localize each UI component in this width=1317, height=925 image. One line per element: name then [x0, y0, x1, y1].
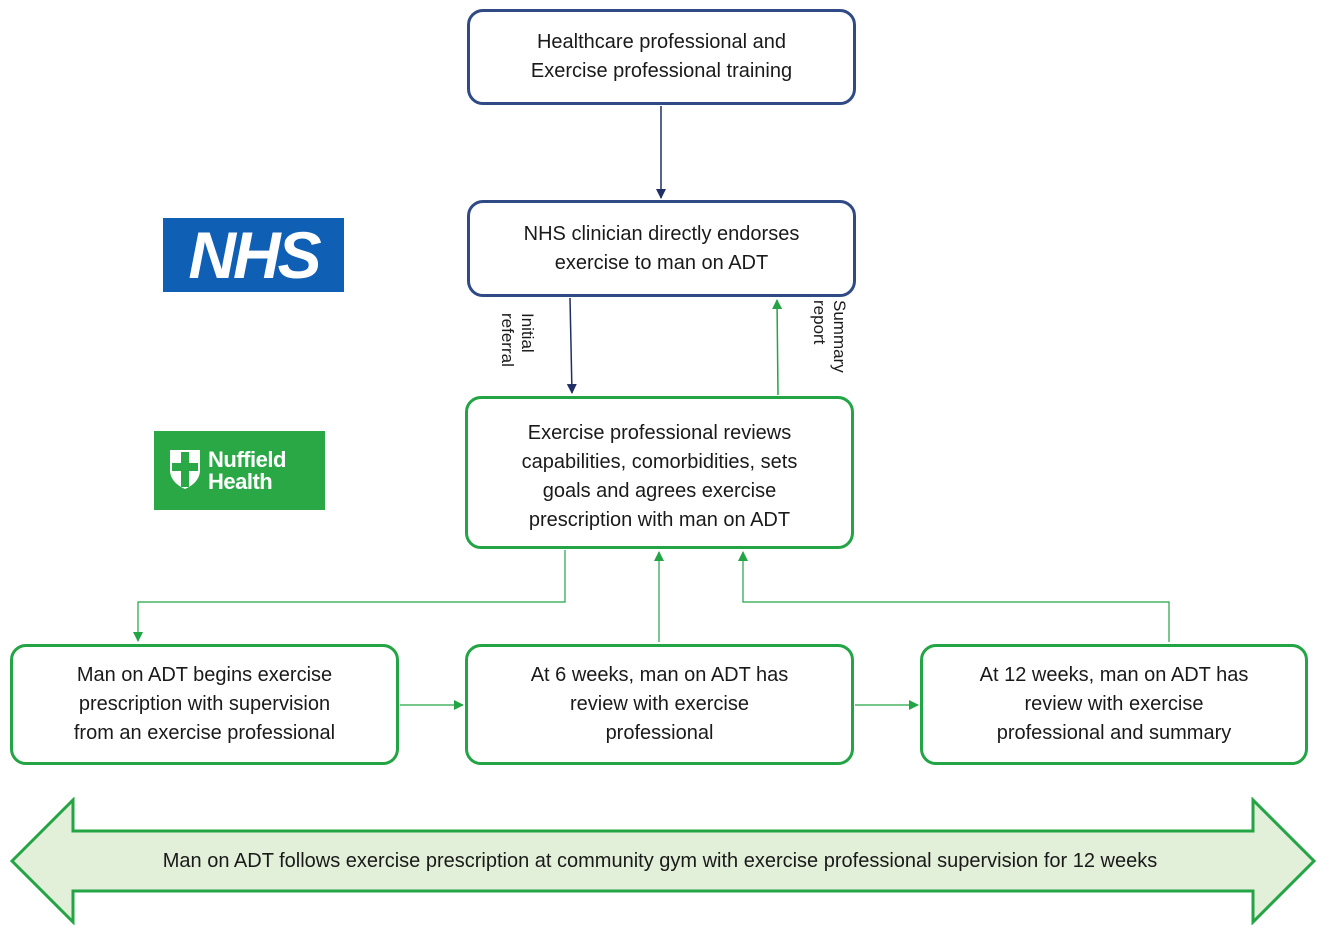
- nhs-logo-text: NHS: [188, 218, 321, 292]
- shield-cross-icon: [170, 450, 200, 489]
- nhs-logo: NHS: [163, 218, 344, 292]
- nuffield-logo-line-1: Nuffield: [208, 447, 286, 472]
- week12-line-2: review with exercise: [1024, 693, 1204, 715]
- week12-line-1: At 12 weeks, man on ADT has: [979, 664, 1249, 686]
- review-line-3: goals and agrees exercise: [542, 480, 777, 502]
- nuffield-logo-line-2: Health: [208, 469, 273, 494]
- nuffield-health-logo: Nuffield Health: [154, 431, 325, 510]
- begin-line-2: prescription with supervision: [78, 693, 331, 715]
- week6-line-3: professional: [605, 722, 714, 744]
- week12-line-3: professional and summary: [996, 722, 1232, 744]
- banner-text: Man on ADT follows exercise prescription…: [162, 850, 1158, 872]
- arrow-summary-report: [772, 299, 783, 396]
- banner-arrow-shape: [9, 797, 1317, 925]
- review-line-1: Exercise professional reviews: [527, 422, 792, 444]
- week12-box: At 12 weeks, man on ADT has review with …: [920, 644, 1308, 765]
- training-line-1: Healthcare professional and: [536, 31, 787, 53]
- begin-line-1: Man on ADT begins exercise: [76, 664, 333, 686]
- endorse-line-1: NHS clinician directly endorses: [523, 222, 800, 245]
- review-line-2: capabilities, comorbidities, sets: [521, 451, 798, 473]
- review-box: Exercise professional reviews capabiliti…: [465, 396, 854, 549]
- endorse-line-2: exercise to man on ADT: [554, 251, 769, 274]
- arrow-initial-referral: [566, 297, 577, 394]
- begin-line-3: from an exercise professional: [73, 722, 336, 744]
- training-line-2: Exercise professional training: [530, 60, 793, 82]
- banner-double-arrow: [9, 797, 1317, 925]
- arrow-week12-to-review: [738, 551, 1170, 642]
- review-line-4: prescription with man on ADT: [528, 509, 791, 531]
- endorse-box: NHS clinician directly endorses exercise…: [467, 200, 856, 297]
- arrow-review-to-begin: [133, 550, 566, 642]
- initial-referral-label: Initial referral: [498, 313, 537, 367]
- week6-box: At 6 weeks, man on ADT has review with e…: [465, 644, 854, 765]
- nuffield-logo-text: Nuffield Health: [208, 449, 286, 493]
- training-box: Healthcare professional and Exercise pro…: [467, 9, 856, 105]
- week6-line-1: At 6 weeks, man on ADT has: [530, 664, 789, 686]
- summary-report-label: Summary report: [810, 300, 849, 373]
- week6-line-2: review with exercise: [570, 693, 749, 715]
- begin-box: Man on ADT begins exercise prescription …: [10, 644, 399, 765]
